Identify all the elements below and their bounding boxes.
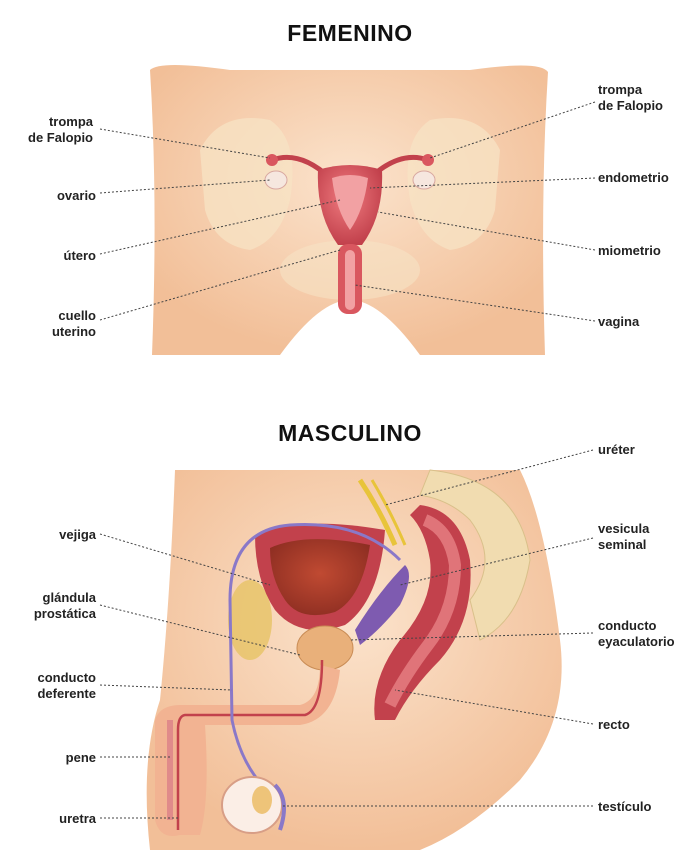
label-endometrio: endometrio xyxy=(598,170,669,186)
label-text: de Falopio xyxy=(28,130,93,145)
label-utero: útero xyxy=(10,248,97,264)
male-prostate xyxy=(296,625,354,671)
label-text: prostática xyxy=(33,606,96,621)
label-glandula-prostatica: glándula prostática xyxy=(10,590,96,622)
label-text: seminal xyxy=(598,537,647,552)
female-section-title: FEMENINO xyxy=(287,20,413,46)
label-conducto-deferente: conducto deferente xyxy=(10,670,96,702)
label-text: uréter xyxy=(598,442,635,457)
male-testicle xyxy=(221,776,283,834)
label-recto: recto xyxy=(598,717,630,733)
label-text: vesicula xyxy=(598,521,650,536)
female-pelvic-bone xyxy=(200,118,293,250)
label-trompa-right: trompa de Falopio xyxy=(598,82,663,114)
label-conducto-eyaculatorio: conducto eyaculatorio xyxy=(598,618,675,650)
male-section-title: MASCULINO xyxy=(278,420,422,446)
label-text: pene xyxy=(65,750,96,765)
male-urethra xyxy=(176,659,324,830)
label-text: trompa xyxy=(598,82,643,97)
label-vesicula-seminal: vesicula seminal xyxy=(598,521,649,553)
label-text: uterino xyxy=(51,324,96,339)
label-miometrio: miometrio xyxy=(598,243,661,259)
label-text: trompa xyxy=(48,114,93,129)
label-text: glándula xyxy=(42,590,96,605)
female-pelvis-illustration xyxy=(150,65,548,355)
label-pene: pene xyxy=(10,750,96,766)
male-sacrum xyxy=(419,469,531,641)
label-text: de Falopio xyxy=(598,98,663,113)
label-trompa-left: trompa de Falopio xyxy=(10,114,93,146)
label-text: endometrio xyxy=(598,170,669,185)
male-pelvis-illustration xyxy=(146,469,562,850)
label-text: testículo xyxy=(598,799,652,814)
label-text: eyaculatorio xyxy=(598,634,675,649)
label-uretra: uretra xyxy=(10,811,96,827)
female-leader-lines xyxy=(99,101,596,322)
label-vejiga: vejiga xyxy=(10,527,96,543)
male-pubic-fat xyxy=(228,580,272,660)
label-text: conducto xyxy=(37,670,97,685)
label-text: útero xyxy=(63,248,97,263)
label-testiculo: testículo xyxy=(598,799,651,815)
label-text: vejiga xyxy=(59,527,96,542)
male-leader-lines xyxy=(99,449,594,819)
male-ureter xyxy=(357,478,398,546)
label-text: deferente xyxy=(37,686,96,701)
label-text: miometrio xyxy=(598,243,661,258)
label-text: recto xyxy=(598,717,630,732)
label-text: conducto xyxy=(598,618,657,633)
male-seminal-vesicle xyxy=(355,565,409,645)
label-ovario: ovario xyxy=(10,188,96,204)
label-text: cuello xyxy=(58,308,96,323)
label-vagina: vagina xyxy=(598,314,639,330)
female-ovary-right xyxy=(412,170,436,190)
male-vas-deferens xyxy=(228,522,402,786)
male-penis xyxy=(155,665,340,836)
label-cuello-uterino: cuello uterino xyxy=(10,308,96,340)
label-ureter: uréter xyxy=(598,442,635,458)
male-rectum xyxy=(374,505,471,720)
label-text: vagina xyxy=(598,314,640,329)
label-text: uretra xyxy=(59,811,96,826)
label-text: ovario xyxy=(56,188,96,203)
